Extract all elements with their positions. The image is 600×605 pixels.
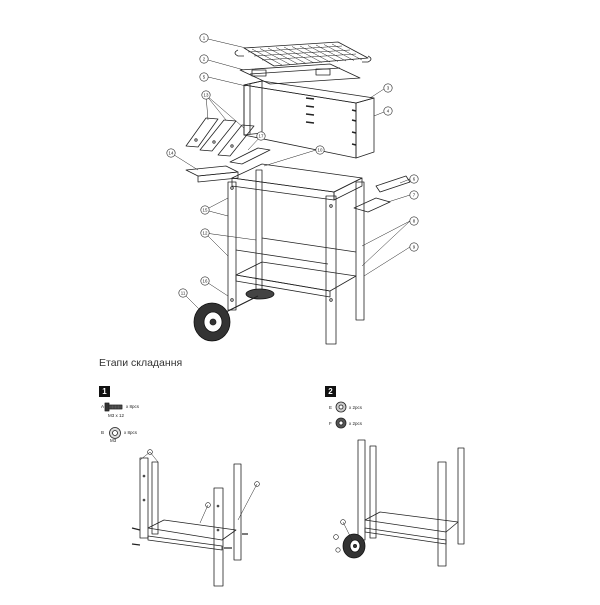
callout-number: 4 — [387, 109, 390, 114]
callout-circle — [199, 72, 209, 82]
callout-number: 5 — [203, 75, 206, 80]
callout-9: 9 — [409, 242, 419, 252]
callout-circle — [409, 216, 419, 226]
callout-number: 15 — [203, 208, 208, 213]
callout-14: 14 — [166, 148, 176, 158]
callout-number: 8 — [413, 219, 416, 224]
grill-grate — [234, 41, 372, 67]
callout-number: 3 — [387, 86, 390, 91]
part-b-spec: M3 — [110, 438, 117, 443]
callout-circle — [199, 54, 209, 64]
callout-circle — [409, 242, 419, 252]
callout-circle — [409, 174, 419, 184]
trolley-frame — [185, 163, 411, 345]
callout-7: 7 — [409, 190, 419, 200]
step-2-badge: 2 — [325, 386, 336, 397]
callout-circle — [200, 276, 210, 286]
firebox — [243, 80, 375, 159]
callout-circle — [166, 148, 176, 158]
wheel — [193, 288, 275, 342]
callout-15: 15 — [200, 205, 210, 215]
callout-1: 1 — [199, 33, 209, 43]
callout-circle — [178, 288, 188, 298]
step-1-badge: 1 — [99, 386, 110, 397]
wooden-slats — [185, 117, 271, 165]
callout-circle — [409, 190, 419, 200]
callout-circle — [383, 83, 393, 93]
callout-number: 11 — [181, 291, 186, 296]
callout-circle — [256, 131, 266, 141]
callout-12: 12 — [200, 228, 210, 238]
callout-circle — [200, 228, 210, 238]
step2-frame — [333, 439, 465, 567]
callout-circle — [201, 90, 211, 100]
step1-frame — [131, 449, 260, 587]
callout-2: 2 — [199, 54, 209, 64]
callout-3: 3 — [383, 83, 393, 93]
callout-circle — [200, 205, 210, 215]
callout-number: 13 — [204, 93, 209, 98]
callout-number: 9 — [413, 245, 416, 250]
callout-number: 10 — [318, 148, 323, 153]
part-b-qty: x 8pcs — [124, 430, 138, 435]
callout-13: 13 — [201, 90, 211, 100]
callout-4: 4 — [383, 106, 393, 116]
callout-6: 6 — [409, 174, 419, 184]
callout-8: 8 — [409, 216, 419, 226]
part-e-qty: x 2pcs — [349, 405, 363, 410]
callout-number: 16 — [203, 279, 208, 284]
part-b-letter: B — [101, 430, 104, 435]
part-f-letter: F — [329, 421, 332, 426]
part-a-spec: M3 x 12 — [108, 413, 125, 418]
callout-circle — [315, 145, 325, 155]
assembly-steps-title: Етапи складання — [99, 357, 183, 369]
part-a-qty: x 8pcs — [126, 404, 140, 409]
part-f-qty: x 2pcs — [349, 421, 363, 426]
part-e-letter: E — [329, 405, 332, 410]
callout-11: 11 — [178, 288, 188, 298]
callout-number: 14 — [169, 151, 174, 156]
callout-circle — [383, 106, 393, 116]
charcoal-grate — [239, 63, 361, 85]
callout-circle — [199, 33, 209, 43]
callout-17: 17 — [256, 131, 266, 141]
callout-16: 16 — [200, 276, 210, 286]
callout-number: 12 — [203, 231, 208, 236]
part-a-letter: A — [101, 404, 104, 409]
callout-10: 10 — [315, 145, 325, 155]
callout-number: 6 — [413, 177, 416, 182]
callout-number: 7 — [413, 193, 416, 198]
callout-5: 5 — [199, 72, 209, 82]
callout-number: 2 — [203, 57, 206, 62]
callout-number: 17 — [259, 134, 264, 139]
part-icons — [104, 401, 347, 439]
callout-number: 1 — [203, 36, 206, 41]
part-labels: A x 8pcs M3 x 12 B x 8pcs M3 E x 2pcs F … — [101, 404, 363, 443]
